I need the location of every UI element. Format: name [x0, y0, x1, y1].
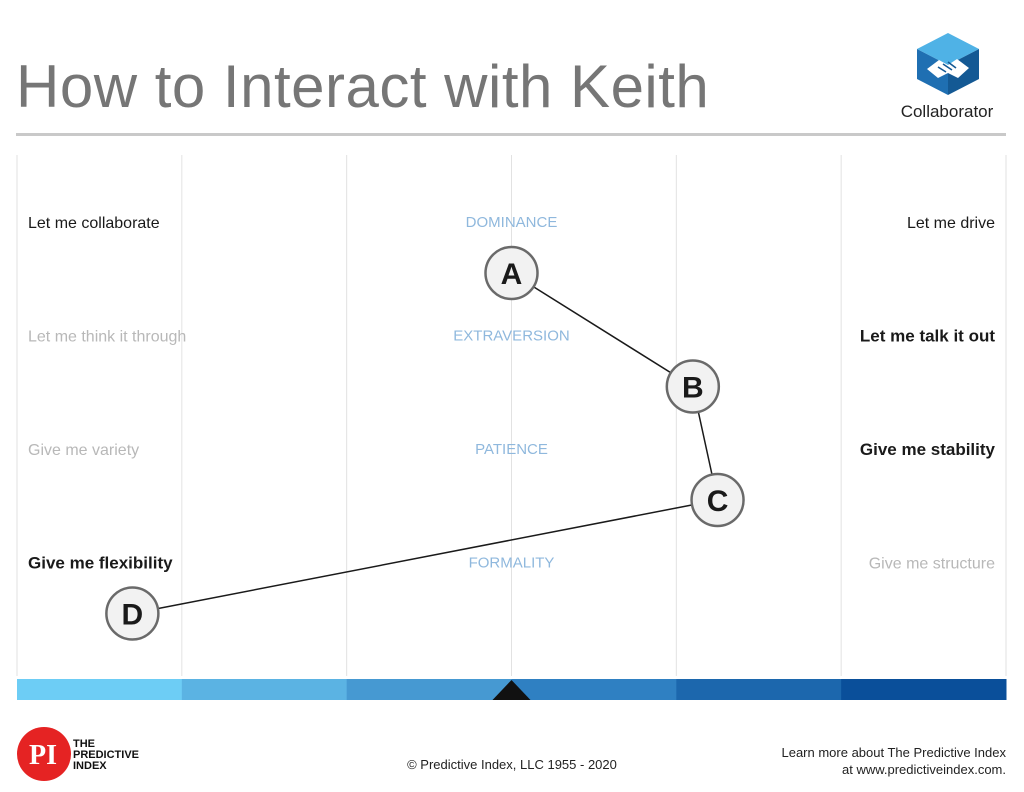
- factor-point: [484, 245, 539, 301]
- profile-type-label: Collaborator: [900, 102, 994, 121]
- factor-left-text: Give me flexibility: [28, 554, 173, 573]
- factor-right-text: Let me talk it out: [860, 327, 995, 346]
- behavioral-pattern-chart: DOMINANCE Let me collaborate Let me driveE…: [16, 155, 1007, 700]
- brand-line: INDEX: [73, 760, 107, 772]
- factor-left-text: Give me variety: [28, 442, 139, 459]
- scale-segment: [346, 679, 512, 700]
- factor-point-label: C: [707, 485, 729, 518]
- factor-point: [665, 359, 721, 414]
- factor-label: PATIENCE: [475, 441, 548, 458]
- scale-segment: [841, 679, 1007, 700]
- factor-left-text: Let me think it through: [28, 329, 186, 346]
- factor-point-label: A: [501, 258, 523, 291]
- factor-left-text: Let me collaborate: [28, 215, 160, 232]
- copyright-text: © Predictive Index, LLC 1955 - 2020: [407, 757, 617, 772]
- factor-label: EXTRAVERSION: [453, 328, 569, 345]
- factor-connector-line: [132, 272, 719, 615]
- learn-more-line: Learn more about The Predictive Index: [781, 745, 1006, 760]
- factor-point-label: D: [122, 599, 144, 632]
- header-divider: [16, 133, 1006, 136]
- factor-label: DOMINANCE: [466, 214, 558, 231]
- learn-more-text: Learn more about The Predictive Index at…: [781, 744, 1006, 778]
- brand-name: THE PREDICTIVE INDEX: [73, 739, 139, 772]
- brand-line: THE: [73, 738, 95, 750]
- scale-segment: [181, 679, 348, 700]
- predictive-index-logo: PI: [17, 727, 71, 781]
- learn-more-link[interactable]: at www.predictiveindex.com.: [841, 762, 1006, 777]
- factor-point-label: B: [682, 372, 704, 405]
- scale-midpoint-marker: [492, 680, 531, 700]
- logo-letters: PI: [29, 740, 57, 771]
- factor-right-text: Let me drive: [907, 215, 995, 232]
- factor-point: [690, 472, 745, 528]
- scale-segment: [676, 679, 842, 700]
- scale-segment: [511, 679, 677, 700]
- brand-line: PREDICTIVE: [73, 749, 140, 761]
- handshake-icon: [917, 33, 979, 95]
- page-title: How to Interact with Keith: [16, 53, 710, 120]
- factor-right-text: Give me structure: [869, 556, 995, 573]
- factor-label: FORMALITY: [469, 555, 555, 572]
- scale-segment: [17, 679, 183, 700]
- factor-point: [105, 586, 160, 641]
- factor-right-text: Give me stability: [860, 440, 996, 459]
